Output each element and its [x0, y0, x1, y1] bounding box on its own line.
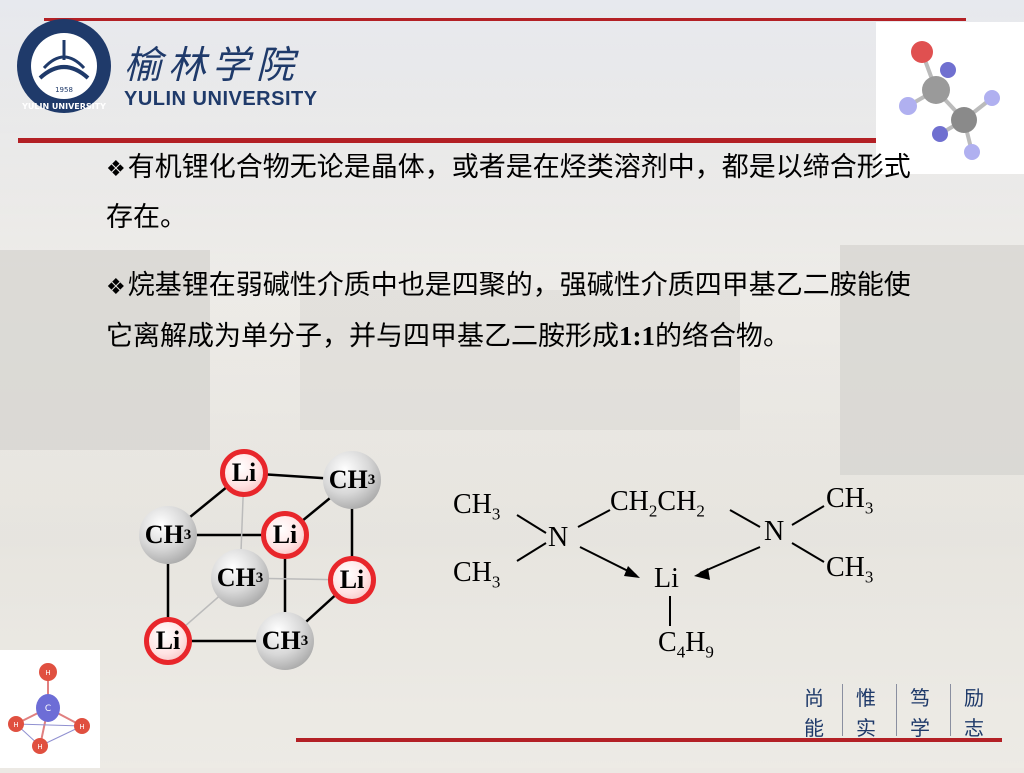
coordination-arrow-left: [624, 566, 640, 578]
ch3-text: CH: [453, 557, 492, 588]
ch3-subscript: 3: [491, 504, 501, 524]
molecule-model-image: [876, 22, 1024, 174]
ch2-text: CH: [610, 486, 649, 517]
methyl-label: CH: [216, 563, 256, 592]
motto-char: 励: [964, 686, 984, 710]
motto-char: 能: [804, 716, 824, 740]
motto-char: 实: [856, 716, 876, 740]
h-text: H: [685, 627, 706, 658]
coordination-arrow-right: [694, 568, 710, 580]
ch3-text: CH: [453, 489, 492, 520]
paragraph2-ratio: 1:1: [619, 321, 655, 351]
svg-text:H: H: [13, 721, 18, 729]
right-top-methyl: CH3: [826, 483, 873, 519]
ch2-subscript: 2: [648, 501, 658, 521]
lithium-label: Li: [272, 520, 298, 549]
header-top-rule: [44, 18, 966, 21]
lithium-atom: Li: [220, 449, 268, 497]
lithium-label: Li: [339, 565, 365, 594]
right-bottom-methyl: CH3: [826, 552, 873, 588]
university-seal: 1958 YULIN UNIVERSITY: [14, 16, 114, 116]
background-building-right: [840, 245, 1024, 475]
motto-divider: [896, 684, 897, 736]
motto-char: 志: [964, 716, 984, 740]
motto-divider: [950, 684, 951, 736]
university-name-en: YULIN UNIVERSITY: [124, 88, 318, 110]
bullet-icon: ❖: [106, 275, 126, 300]
methyl-subscript: 3: [300, 632, 309, 649]
right-nitrogen: N: [764, 516, 785, 547]
methyl-label: CH: [261, 626, 301, 655]
left-top-methyl: CH3: [453, 489, 500, 525]
paragraph-tetramer: ❖烷基锂在弱碱性介质中也是四聚的，强碱性介质四甲基乙二胺能使它离解成为单分子，并…: [106, 262, 936, 361]
paragraph-association: ❖有机锂化合物无论是晶体，或者是在烃类溶剂中，都是以缔合形式存在。: [106, 144, 936, 242]
methyl-subscript: 3: [255, 569, 264, 586]
motto-divider: [842, 684, 843, 736]
lithium-atom: Li: [328, 556, 376, 604]
ch3-subscript: 3: [864, 567, 874, 587]
footer-rule: [296, 738, 1002, 742]
c-text: C: [658, 627, 677, 658]
lithium-atom: Li: [261, 511, 309, 559]
ch2-subscript: 2: [696, 501, 705, 521]
paragraph1-text: 有机锂化合物无论是晶体，或者是在烃类溶剂中，都是以缔合形式存在。: [106, 152, 911, 233]
paragraph2-text-a: 烷基锂在弱碱性介质中也是四聚的，强碱性介质四甲基乙二胺能使它离解成为单分子，并与…: [106, 270, 911, 352]
lithium-center: Li: [654, 563, 679, 594]
background-building-left: [0, 250, 210, 450]
ch3-text: CH: [826, 552, 865, 583]
ch3-subscript: 3: [491, 572, 501, 592]
ch3-subscript: 3: [864, 498, 874, 518]
svg-text:H: H: [79, 723, 84, 731]
ch2-text: CH: [657, 486, 697, 517]
paragraph2-text-b: 的络合物。: [655, 321, 790, 352]
methane-model-image: C H H H H: [0, 650, 100, 768]
svg-text:H: H: [37, 743, 42, 751]
ch3-text: CH: [826, 483, 865, 514]
h-subscript: 9: [705, 642, 714, 662]
left-nitrogen: N: [548, 522, 569, 553]
ethylene-bridge: CH2CH2: [610, 486, 705, 522]
c-subscript: 4: [676, 642, 686, 662]
methyl-subscript: 3: [367, 471, 376, 488]
motto-block: 尚 惟 笃 励 能 实 学 志: [800, 680, 996, 740]
motto-char: 惟: [856, 686, 876, 710]
header-bottom-rule: [18, 138, 880, 143]
bullet-icon: ❖: [106, 157, 126, 182]
lithium-atom: Li: [144, 617, 192, 665]
background-building-center: [300, 290, 740, 430]
methyl-label: CH: [144, 520, 184, 549]
svg-text:YULIN UNIVERSITY: YULIN UNIVERSITY: [21, 102, 106, 111]
left-bottom-methyl: CH3: [453, 557, 500, 593]
svg-text:1958: 1958: [55, 86, 73, 94]
svg-text:H: H: [45, 669, 50, 677]
methyl-subscript: 3: [183, 526, 192, 543]
methyl-label: CH: [328, 465, 368, 494]
svg-text:C: C: [45, 704, 51, 714]
motto-char: 尚: [804, 686, 824, 710]
lithium-label: Li: [155, 626, 181, 655]
butyl-group: C4H9: [658, 627, 714, 663]
motto-char: 学: [910, 716, 930, 740]
motto-char: 笃: [910, 686, 930, 710]
university-name-cn: 榆林学院: [124, 43, 301, 87]
lithium-label: Li: [231, 458, 257, 487]
